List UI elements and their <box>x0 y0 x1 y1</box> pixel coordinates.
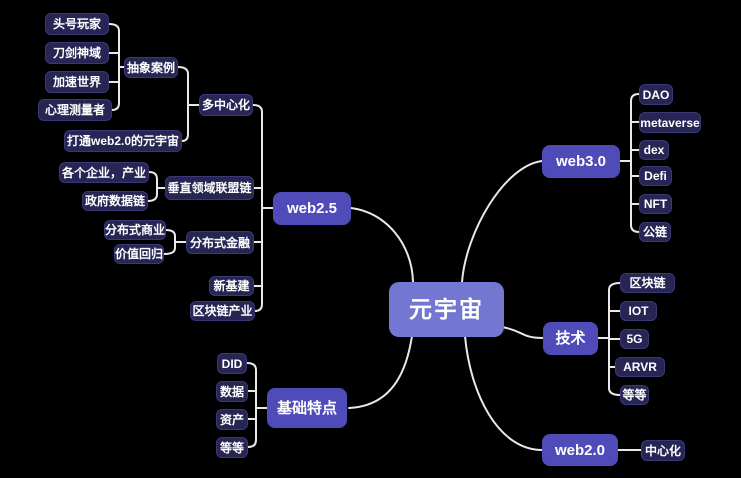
connector-anime-bracket <box>108 23 125 111</box>
node-centralized[interactable]: 中心化 <box>641 440 685 461</box>
node-web25[interactable]: web2.5 <box>273 192 351 225</box>
node-basics-etc[interactable]: 等等 <box>216 437 248 458</box>
node-value-return[interactable]: 价值回归 <box>114 244 164 264</box>
connector-multicenter-bracket <box>177 66 200 142</box>
node-sword-art-online[interactable]: 刀剑神域 <box>45 42 109 64</box>
node-blockchain-industry[interactable]: 区块链产业 <box>190 301 255 321</box>
node-dist-commerce[interactable]: 分布式商业 <box>104 220 166 240</box>
node-player-one[interactable]: 头号玩家 <box>45 13 109 35</box>
connector-tech-bracket <box>597 282 621 396</box>
node-basic-features[interactable]: 基础特点 <box>267 388 347 428</box>
node-metaverse-center[interactable]: 元宇宙 <box>389 282 504 337</box>
connector-center-web20 <box>464 335 543 451</box>
node-blockchain[interactable]: 区块链 <box>620 273 675 293</box>
node-dist-finance[interactable]: 分布式金融 <box>186 231 254 254</box>
connector-basics-bracket <box>246 362 268 448</box>
node-assets[interactable]: 资产 <box>216 409 248 430</box>
node-multi-center[interactable]: 多中心化 <box>199 94 253 116</box>
connector-center-web30 <box>461 160 543 283</box>
node-enterprises-industry[interactable]: 各个企业，产业 <box>59 162 149 183</box>
node-dao[interactable]: DAO <box>639 84 673 105</box>
node-new-infrastructure[interactable]: 新基建 <box>209 276 254 296</box>
node-accel-world[interactable]: 加速世界 <box>45 71 109 93</box>
node-web20[interactable]: web2.0 <box>542 434 618 466</box>
node-technology[interactable]: 技术 <box>543 322 598 355</box>
connector-center-web25 <box>350 207 414 283</box>
node-nft[interactable]: NFT <box>639 194 672 214</box>
node-web30[interactable]: web3.0 <box>542 145 620 178</box>
node-psycho-pass[interactable]: 心理测量者 <box>38 99 112 121</box>
node-gov-data-chain[interactable]: 政府数据链 <box>82 191 148 211</box>
node-data[interactable]: 数据 <box>216 381 248 402</box>
connector-web30-bracket <box>619 93 640 233</box>
node-defi[interactable]: Defi <box>639 166 672 186</box>
node-did[interactable]: DID <box>217 353 247 374</box>
connector-finance-bracket <box>163 229 187 255</box>
node-metaverse-en[interactable]: metaverse <box>639 112 701 133</box>
node-iot[interactable]: IOT <box>620 301 657 321</box>
node-bridge-web20-metaverse[interactable]: 打通web2.0的元宇宙 <box>64 130 182 152</box>
node-vertical-alliance-chain[interactable]: 垂直领域联盟链 <box>165 176 254 200</box>
connector-web25-bracket <box>252 104 274 312</box>
connector-center-basics <box>348 335 413 409</box>
node-tech-etc[interactable]: 等等 <box>620 385 649 405</box>
node-abstract-cases[interactable]: 抽象案例 <box>124 57 178 78</box>
node-5g[interactable]: 5G <box>620 329 649 349</box>
connector-center-tech <box>501 326 544 339</box>
node-arvr[interactable]: ARVR <box>615 357 665 377</box>
connector-alliance-bracket <box>147 171 166 202</box>
node-dex[interactable]: dex <box>639 140 669 160</box>
node-public-chain[interactable]: 公链 <box>639 222 671 242</box>
